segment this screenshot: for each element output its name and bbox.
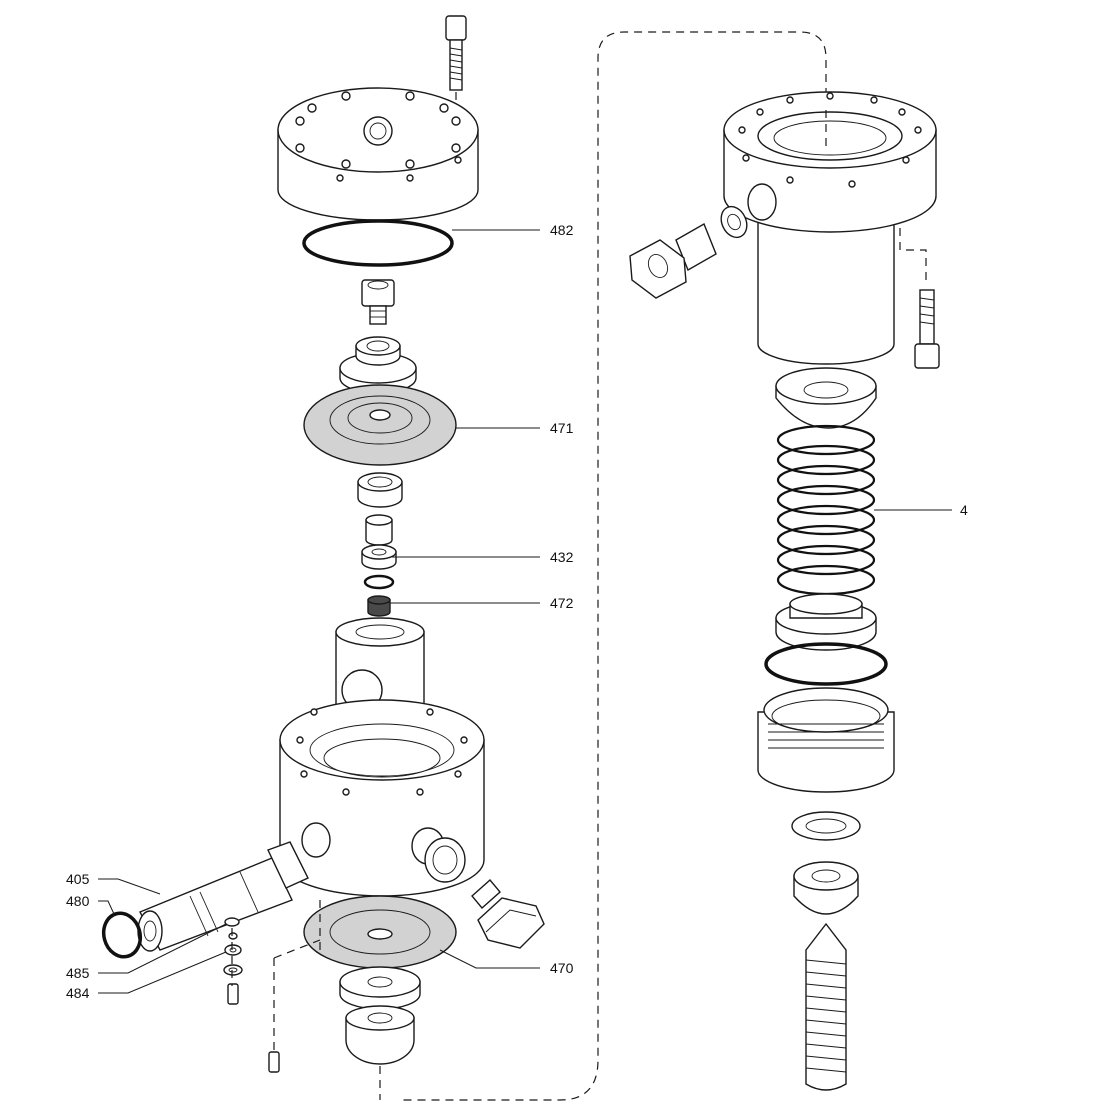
set-screw	[268, 1051, 280, 1073]
label-482: 482	[550, 222, 574, 238]
left-centerlines	[231, 928, 381, 1100]
diaphragm-470	[303, 895, 457, 969]
separator-path	[400, 31, 827, 1101]
small-washers	[223, 917, 243, 1005]
bolt-side	[471, 878, 545, 949]
spring-seat-top	[775, 367, 877, 429]
housing-bolt	[899, 228, 940, 369]
top-cover	[277, 87, 479, 221]
label-471: 471	[550, 420, 574, 436]
main-housing	[279, 699, 485, 897]
cap-screw-small	[361, 279, 395, 325]
o-ring-480	[101, 911, 143, 959]
adjust-washer	[791, 811, 861, 841]
seal-472	[367, 595, 391, 617]
side-fitting	[629, 205, 748, 299]
plug	[365, 514, 393, 546]
label-405: 405	[66, 871, 90, 887]
cap-screw-top	[445, 15, 467, 112]
spring-seat-bottom	[775, 593, 877, 651]
leader-lines	[98, 229, 952, 994]
spring-4	[776, 424, 876, 596]
label-472: 472	[550, 595, 574, 611]
label-4: 4	[960, 502, 968, 518]
nut-432	[361, 544, 397, 570]
shaft-405	[137, 841, 309, 952]
label-432: 432	[550, 549, 574, 565]
o-ring-large	[764, 642, 888, 686]
adjusting-screw	[805, 922, 847, 1091]
label-485: 485	[66, 965, 90, 981]
bottom-washer	[339, 966, 421, 1010]
threaded-collar	[757, 687, 895, 793]
label-484: 484	[66, 985, 90, 1001]
spring-housing	[723, 91, 937, 365]
diaphragm-471	[303, 384, 457, 466]
label-480: 480	[66, 893, 90, 909]
seat-ring	[357, 472, 403, 508]
label-470: 470	[550, 960, 574, 976]
o-ring-small	[363, 574, 395, 590]
bottom-nut	[345, 1005, 415, 1065]
o-ring-482	[302, 219, 454, 267]
hex-nut	[793, 861, 859, 915]
